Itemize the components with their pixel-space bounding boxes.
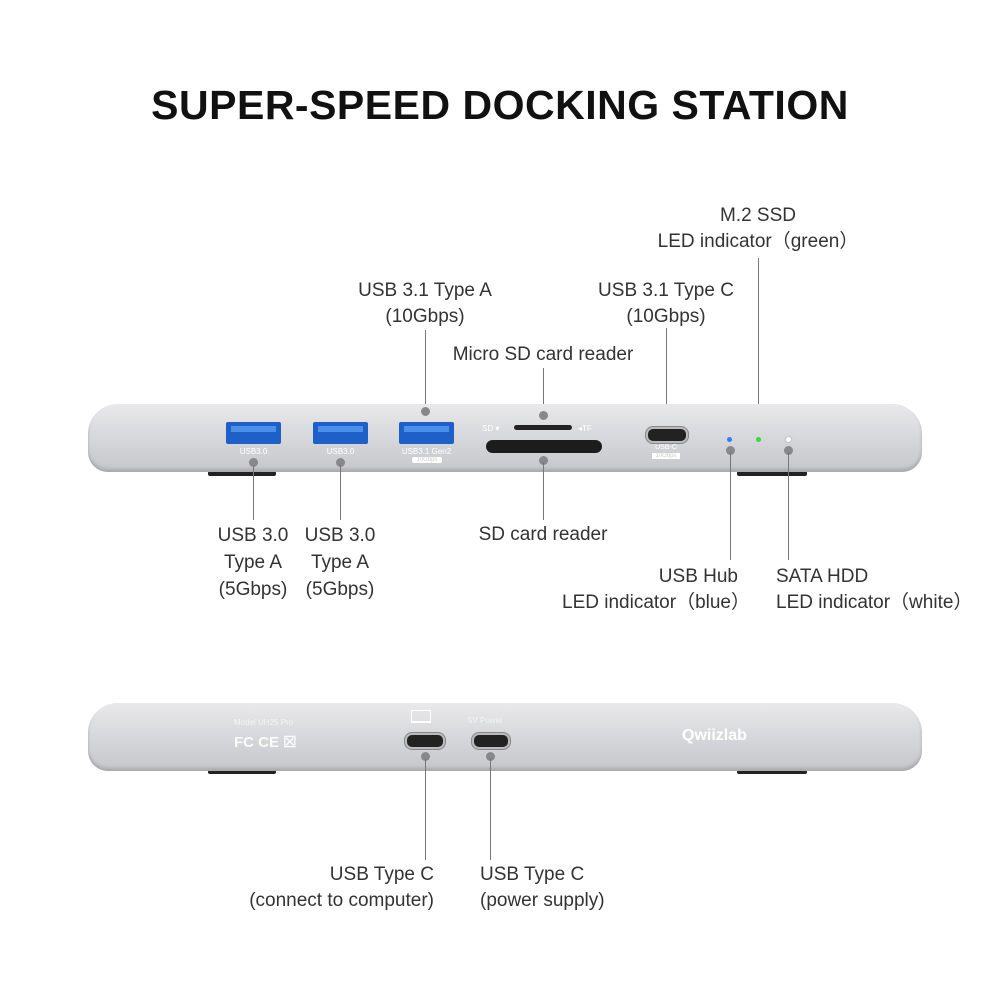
sata-hdd-led — [786, 437, 791, 442]
m2-ssd-led — [756, 437, 761, 442]
tf-mark: ◂TF — [578, 424, 592, 433]
microsd-slot — [514, 425, 572, 430]
device-foot — [208, 769, 276, 774]
usb-hub-led — [727, 437, 732, 442]
callout-line — [543, 368, 544, 416]
callout-line — [543, 462, 544, 520]
sd-label: SD card reader — [478, 524, 608, 545]
usb-c-power-label: USB Type C(power supply) — [480, 864, 605, 911]
callout-line — [730, 452, 731, 560]
model-text: Model UH25 Pro — [234, 718, 294, 727]
callout-dot — [336, 458, 345, 467]
callout-line — [758, 258, 759, 436]
device-foot — [737, 471, 807, 476]
callout-dot — [486, 752, 495, 761]
usb31a-label: USB 3.1 Type A(10Gbps) — [358, 280, 492, 327]
usb-a-port — [226, 422, 281, 444]
usb-c-computer-port — [405, 733, 445, 749]
device-foot — [208, 471, 276, 476]
callout-line — [425, 758, 426, 860]
callout-dot — [726, 446, 735, 455]
port-badge: 10Gbps — [412, 457, 442, 463]
port-label: USB3.0 — [326, 447, 355, 456]
callout-dot — [539, 411, 548, 420]
callout-line — [788, 452, 789, 560]
port-badge: 10Gbps — [652, 453, 680, 459]
usb-c-computer-label: USB Type C(connect to computer) — [249, 864, 434, 911]
callout-line — [253, 465, 254, 520]
page-title: SUPER-SPEED DOCKING STATION — [151, 82, 849, 128]
laptop-icon — [411, 710, 431, 723]
usb-c-port — [646, 427, 688, 443]
sd-slot — [486, 440, 602, 453]
usb-a-port — [313, 422, 368, 444]
sd-mark: SD ▾ — [482, 424, 500, 433]
callout-dot — [421, 407, 430, 416]
callout-dot — [421, 752, 430, 761]
usb31c-label: USB 3.1 Type C(10Gbps) — [598, 280, 734, 327]
callout-line — [666, 328, 667, 424]
power-mark: 5V Power — [468, 716, 503, 725]
dock-front — [88, 404, 922, 472]
usb-a-port — [399, 422, 454, 444]
usb-c-power-port — [472, 733, 510, 749]
port-label: USB3.1 Gen2 — [401, 447, 452, 456]
microsd-label: Micro SD card reader — [452, 344, 634, 365]
callout-dot — [539, 456, 548, 465]
cert-marks: FC CE ☒ — [234, 734, 297, 751]
port-label: USB3.0 — [239, 447, 268, 456]
port-label: USB-C — [655, 444, 677, 451]
device-foot — [737, 769, 807, 774]
callout-dot — [249, 458, 258, 467]
callout-dot — [784, 446, 793, 455]
callout-line — [490, 758, 491, 860]
callout-line — [340, 465, 341, 520]
callout-line — [425, 330, 426, 412]
brand-logo: Qwiizlab — [682, 727, 747, 744]
